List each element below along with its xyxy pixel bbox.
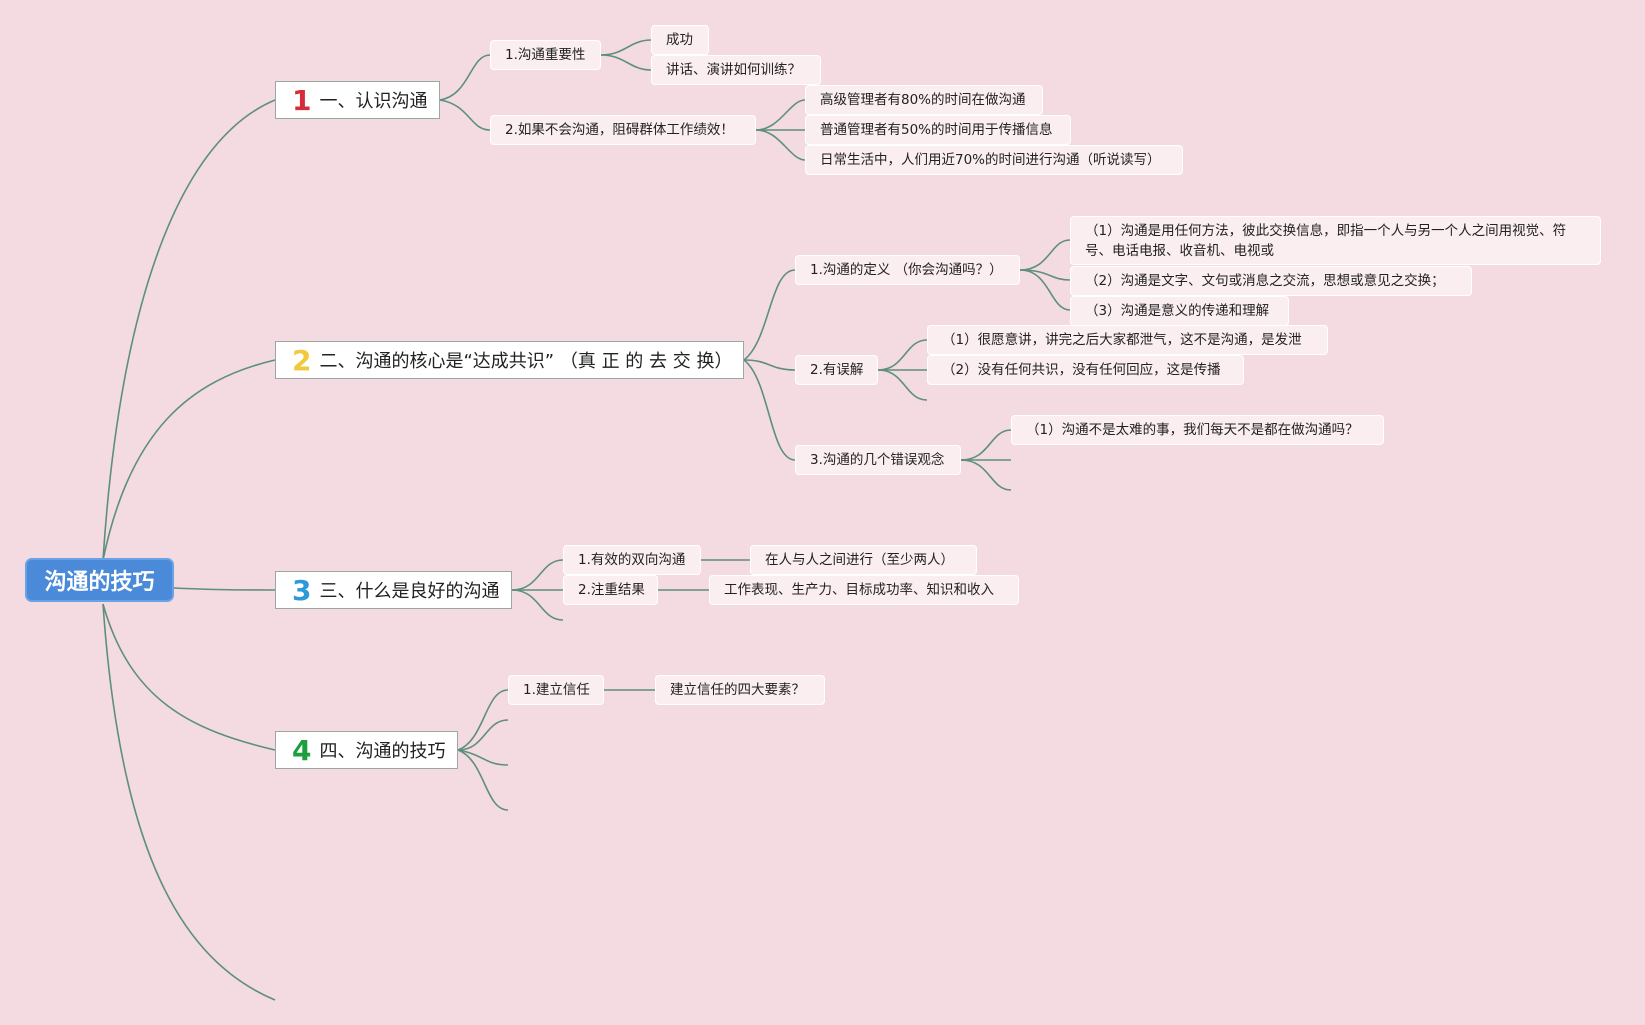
detail-daily-life[interactable]: 日常生活中，人们用近70%的时间进行沟通（听说读写） (805, 145, 1183, 175)
subtopic-misunderstanding[interactable]: 2.有误解 (795, 355, 878, 385)
detail-ordinary-managers[interactable]: 普通管理者有50%的时间用于传播信息 (805, 115, 1071, 145)
main-topic-3[interactable]: 3 三、什么是良好的沟通 (275, 571, 512, 609)
main-topic-label: 三、什么是良好的沟通 (319, 581, 500, 602)
subtopic-build-trust[interactable]: 1.建立信任 (508, 675, 604, 705)
detail-definition-3[interactable]: （3）沟通是意义的传递和理解 (1070, 296, 1289, 326)
detail-success[interactable]: 成功 (651, 25, 709, 55)
detail-broadcast[interactable]: （2）没有任何共识，没有任何回应，这是传播 (927, 355, 1244, 385)
main-topic-2[interactable]: 2 二、沟通的核心是“达成共识” （真 正 的 去 交 换） (275, 341, 744, 379)
detail-definition-1[interactable]: （1）沟通是用任何方法，彼此交换信息，即指一个人与另一个人之间用视觉、符号、电话… (1070, 216, 1601, 265)
main-topic-label: 四、沟通的技巧 (319, 741, 446, 762)
root-topic[interactable]: 沟通的技巧 (25, 558, 174, 602)
detail-misconception-1[interactable]: （1）沟通不是太难的事，我们每天不是都在做沟通吗？ (1011, 415, 1384, 445)
detail-trust-elements[interactable]: 建立信任的四大要素？ (655, 675, 825, 705)
subtopic-importance[interactable]: 1.沟通重要性 (490, 40, 601, 70)
main-topic-label: 一、认识沟通 (319, 91, 428, 112)
detail-between-people[interactable]: 在人与人之间进行（至少两人） (750, 545, 977, 575)
subtopic-misconceptions[interactable]: 3.沟通的几个错误观念 (795, 445, 961, 475)
main-topic-4[interactable]: 4 四、沟通的技巧 (275, 731, 458, 769)
detail-senior-managers[interactable]: 高级管理者有80%的时间在做沟通 (805, 85, 1043, 115)
main-topic-1[interactable]: 1 一、认识沟通 (275, 81, 440, 119)
subtopic-definition[interactable]: 1.沟通的定义 （你会沟通吗？） (795, 255, 1020, 285)
number-4-icon: 4 (292, 733, 312, 767)
subtopic-two-way[interactable]: 1.有效的双向沟通 (563, 545, 701, 575)
number-2-icon: 2 (292, 343, 312, 377)
detail-venting[interactable]: （1）很愿意讲，讲完之后大家都泄气，这不是沟通，是发泄 (927, 325, 1328, 355)
subtopic-results[interactable]: 2.注重结果 (563, 575, 658, 605)
number-3-icon: 3 (292, 573, 312, 607)
detail-speech-training[interactable]: 讲话、演讲如何训练？ (651, 55, 821, 85)
main-topic-label: 二、沟通的核心是“达成共识” （真 正 的 去 交 换） (319, 351, 733, 372)
detail-definition-2[interactable]: （2）沟通是文字、文句或消息之交流，思想或意见之交换； (1070, 266, 1472, 296)
number-1-icon: 1 (292, 83, 312, 117)
detail-outcomes[interactable]: 工作表现、生产力、目标成功率、知识和收入 (709, 575, 1019, 605)
subtopic-performance[interactable]: 2.如果不会沟通，阻碍群体工作绩效！ (490, 115, 756, 145)
